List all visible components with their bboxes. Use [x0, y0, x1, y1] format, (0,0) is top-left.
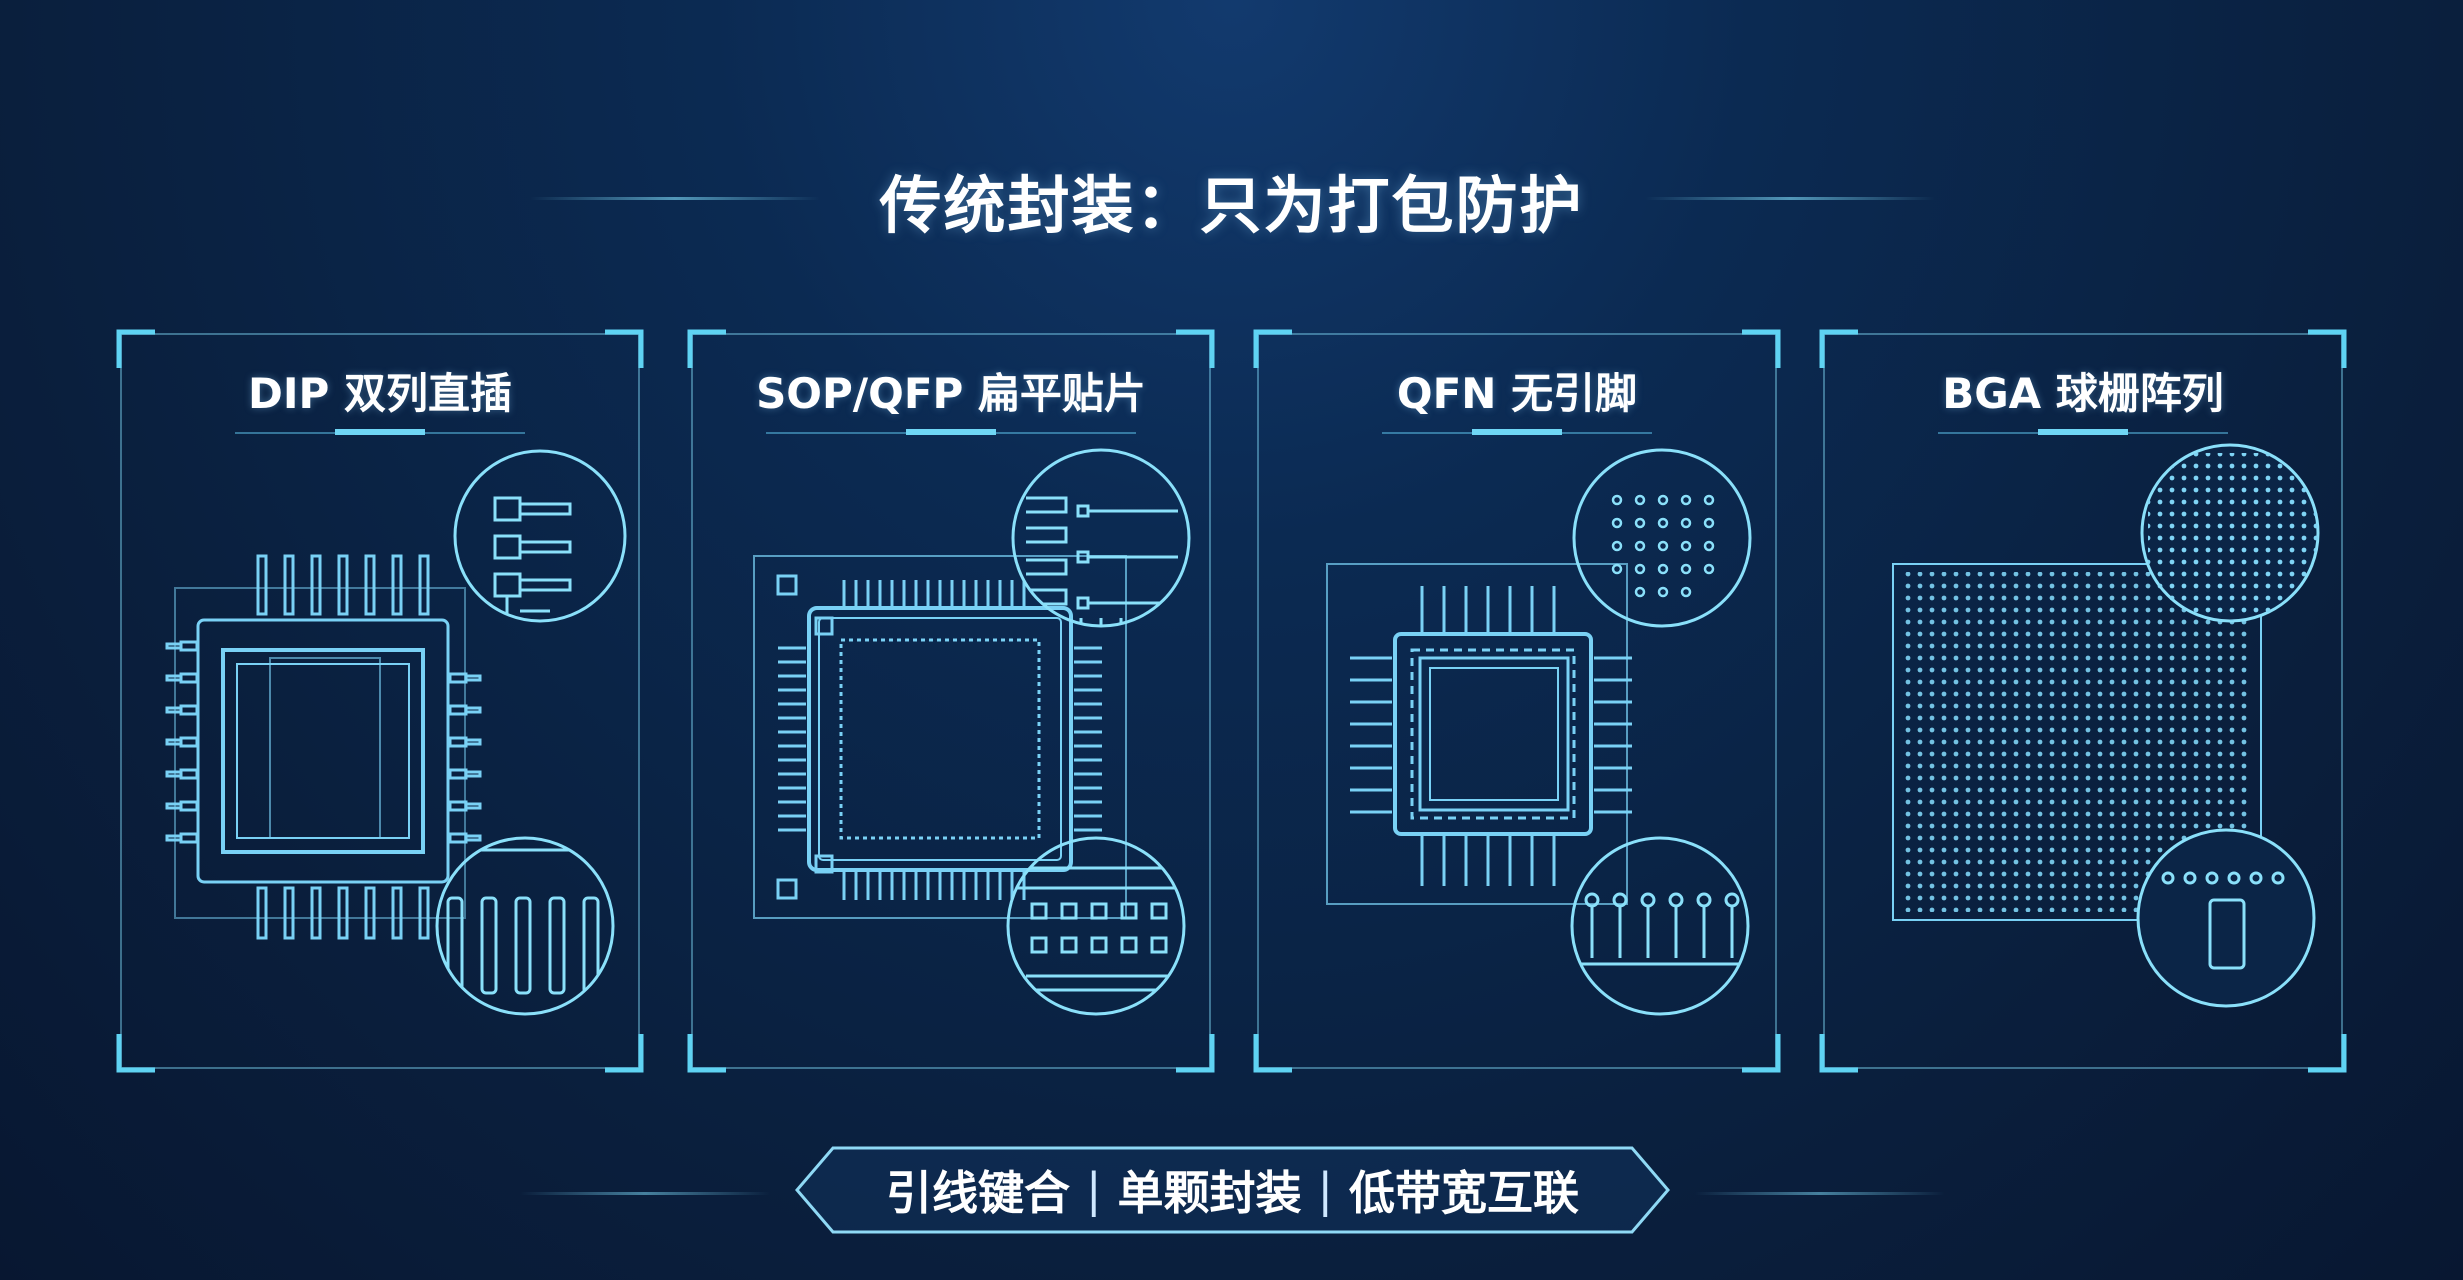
bottom-features: 引线键合 | 单颗封装 | 低带宽互联 [795, 1146, 1670, 1234]
dip-diagram [116, 329, 644, 1073]
bga-diagram [1819, 329, 2347, 1073]
separator: | [1317, 1163, 1334, 1217]
bottom-right-line [1695, 1192, 1945, 1195]
page-title: 传统封装：只为打包防护 [879, 169, 1584, 242]
qfp-package [753, 555, 1127, 919]
qfn-zoom-bottom [1570, 836, 1750, 1016]
bottom-banner-frame [795, 1146, 1670, 1234]
separator: | [1086, 1163, 1102, 1217]
feature-wire-bonding: 引线键合 [886, 1166, 1070, 1220]
bga-zoom-bottom [2136, 828, 2316, 1008]
qfp-zoom-bottom [1006, 836, 1186, 1016]
title-left-line [530, 197, 820, 200]
card-dip: DIP 双列直插 [115, 328, 645, 1074]
dip-zoom-top [453, 449, 627, 623]
title-wrap: 传统封装：只为打包防护 [0, 150, 2463, 250]
qfn-zoom-top [1572, 448, 1752, 628]
card-title-qfn: QFN 无引脚 [1396, 369, 1638, 418]
card-sop-qfp: SOP/QFP 扁平贴片 [686, 328, 1216, 1074]
card-frame [116, 329, 644, 1073]
dip-package [165, 554, 482, 940]
bga-zoom-top [2140, 443, 2320, 623]
card-bga: BGA 球栅阵列 [1818, 328, 2348, 1074]
dip-zoom-bottom [435, 836, 615, 1016]
card-title-bga: BGA 球栅阵列 [1942, 369, 2224, 418]
card-qfn: QFN 无引脚 [1252, 328, 1782, 1074]
qfp-zoom-top [1011, 448, 1191, 628]
feature-low-bandwidth: 低带宽互联 [1349, 1166, 1579, 1220]
title-right-line [1645, 197, 1935, 200]
bottom-left-line [520, 1192, 770, 1195]
qfn-package [1326, 563, 1632, 905]
card-title-sop-qfp: SOP/QFP 扁平贴片 [756, 369, 1146, 418]
bottom-banner: 引线键合 | 单颗封装 | 低带宽互联 [795, 1146, 1670, 1234]
card-title-dip: DIP 双列直插 [248, 369, 512, 418]
sop-qfp-diagram [687, 329, 1215, 1073]
qfn-diagram [1253, 329, 1781, 1073]
feature-single-package: 单颗封装 [1117, 1166, 1302, 1220]
